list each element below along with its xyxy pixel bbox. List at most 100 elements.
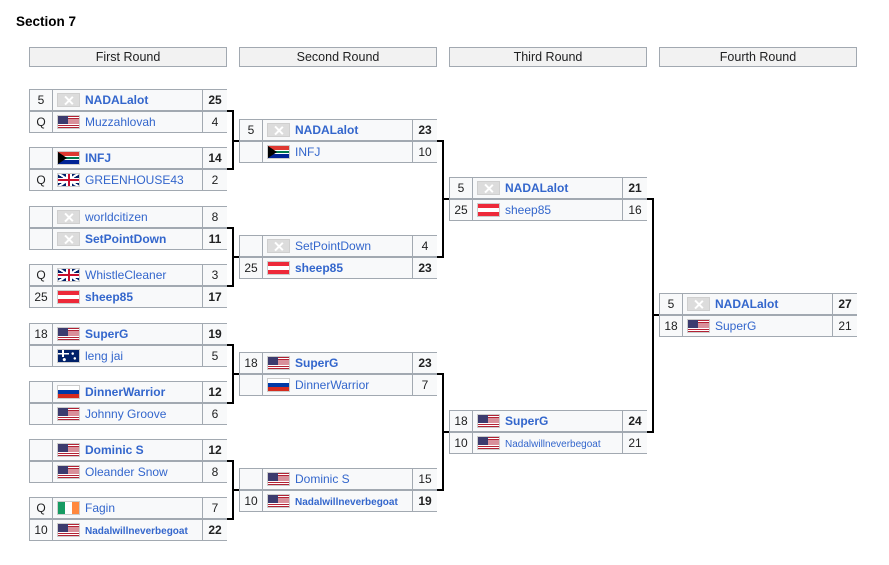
bracket-entry-dominic-s: Dominic S 12 — [29, 439, 227, 461]
player-name-link[interactable]: WhistleCleaner — [85, 268, 167, 282]
player-name-link[interactable]: NADALalot — [295, 123, 359, 137]
seed-label — [30, 229, 53, 249]
player-cell: DinnerWarrior — [53, 382, 203, 402]
player-name-link[interactable]: SuperG — [505, 414, 549, 428]
player-name-link[interactable]: DinnerWarrior — [295, 378, 370, 392]
player-name-link[interactable]: Nadalwillneverbegoat — [85, 526, 188, 537]
player-name-link[interactable]: SuperG — [85, 327, 129, 341]
flag-us-icon — [267, 356, 290, 370]
score-value: 21 — [833, 316, 857, 336]
round-header-2: Second Round — [239, 47, 437, 67]
seed-label: 18 — [240, 353, 263, 373]
player-cell: Nadalwillneverbegoat — [53, 520, 203, 540]
seed-label — [240, 142, 263, 162]
score-value: 25 — [203, 90, 227, 110]
player-cell: sheep85 — [53, 287, 203, 307]
flag-us-icon — [57, 443, 80, 457]
bracket-entry-leng-jai: leng jai 5 — [29, 345, 227, 367]
flag-us-icon — [57, 523, 80, 537]
player-name-link[interactable]: NADALalot — [505, 181, 569, 195]
player-name-link[interactable]: GREENHOUSE43 — [85, 173, 184, 187]
seed-label: Q — [30, 170, 53, 190]
bracket-connector-line — [647, 431, 654, 433]
flag-at-icon — [57, 290, 80, 304]
player-name-link[interactable]: INFJ — [295, 145, 321, 159]
player-name-link[interactable]: NADALalot — [85, 93, 149, 107]
player-name-link[interactable]: Fagin — [85, 501, 116, 515]
player-name-link[interactable]: SuperG — [715, 319, 757, 333]
player-name-link[interactable]: sheep85 — [505, 203, 552, 217]
player-name-link[interactable]: leng jai — [85, 349, 124, 363]
flag-za-icon — [57, 151, 80, 165]
player-name-link[interactable]: Dominic S — [295, 472, 350, 486]
seed-label — [30, 382, 53, 402]
player-name-link[interactable]: Dominic S — [85, 443, 144, 457]
seed-label — [30, 148, 53, 168]
bracket-connector-line — [232, 373, 239, 375]
seed-label — [30, 404, 53, 424]
bracket-entry-johnny-groove: Johnny Groove 6 — [29, 403, 227, 425]
player-cell: NADALalot — [53, 90, 203, 110]
seed-label: 10 — [450, 433, 473, 453]
score-value: 7 — [203, 498, 227, 518]
player-name-link[interactable]: SetPointDown — [85, 232, 167, 246]
bracket-connector-line — [442, 431, 449, 433]
flag-ie-icon — [57, 501, 80, 515]
player-name-link[interactable]: NADALalot — [715, 297, 779, 311]
score-value: 3 — [203, 265, 227, 285]
bracket-connector-line — [227, 344, 234, 346]
flag-none-icon — [267, 239, 290, 253]
score-value: 4 — [203, 112, 227, 132]
player-name-link[interactable]: INFJ — [85, 151, 112, 165]
player-name-link[interactable]: Muzzahlovah — [85, 115, 156, 129]
round-header-4: Fourth Round — [659, 47, 857, 67]
player-cell: SetPointDown — [263, 236, 413, 256]
score-value: 23 — [413, 120, 437, 140]
player-name-link[interactable]: sheep85 — [85, 290, 134, 304]
section-title: Section 7 — [16, 14, 77, 29]
player-name-link[interactable]: Nadalwillneverbegoat — [295, 497, 398, 508]
score-value: 12 — [203, 440, 227, 460]
seed-label: 18 — [660, 316, 683, 336]
score-value: 14 — [203, 148, 227, 168]
bracket-connector-line — [442, 198, 449, 200]
player-name-link[interactable]: DinnerWarrior — [85, 385, 166, 399]
player-cell: DinnerWarrior — [263, 375, 413, 395]
flag-none-icon — [687, 297, 710, 311]
player-name-link[interactable]: SuperG — [295, 356, 339, 370]
bracket-connector-line — [227, 285, 234, 287]
player-cell: Fagin — [53, 498, 203, 518]
flag-at-icon — [267, 261, 290, 275]
bracket-entry-superg: 18 SuperG 21 — [659, 315, 857, 337]
player-name-link[interactable]: sheep85 — [295, 261, 344, 275]
flag-us-icon — [267, 494, 290, 508]
player-name-link[interactable]: SetPointDown — [295, 239, 372, 253]
seed-label — [240, 236, 263, 256]
player-cell: Oleander Snow — [53, 462, 203, 482]
player-name-link[interactable]: Johnny Groove — [85, 407, 167, 421]
bracket-connector-line — [437, 256, 444, 258]
player-name-link[interactable]: worldcitizen — [85, 210, 148, 224]
player-name-link[interactable]: Oleander Snow — [85, 465, 168, 479]
player-cell: NADALalot — [473, 178, 623, 198]
flag-none-icon — [57, 232, 80, 246]
seed-label — [30, 207, 53, 227]
flag-us-icon — [267, 472, 290, 486]
bracket-connector-line — [652, 314, 659, 316]
score-value: 5 — [203, 346, 227, 366]
flag-gb-icon — [57, 173, 80, 187]
player-name-link[interactable]: Nadalwillneverbegoat — [505, 439, 601, 450]
score-value: 6 — [203, 404, 227, 424]
player-cell: Dominic S — [53, 440, 203, 460]
flag-none-icon — [267, 123, 290, 137]
